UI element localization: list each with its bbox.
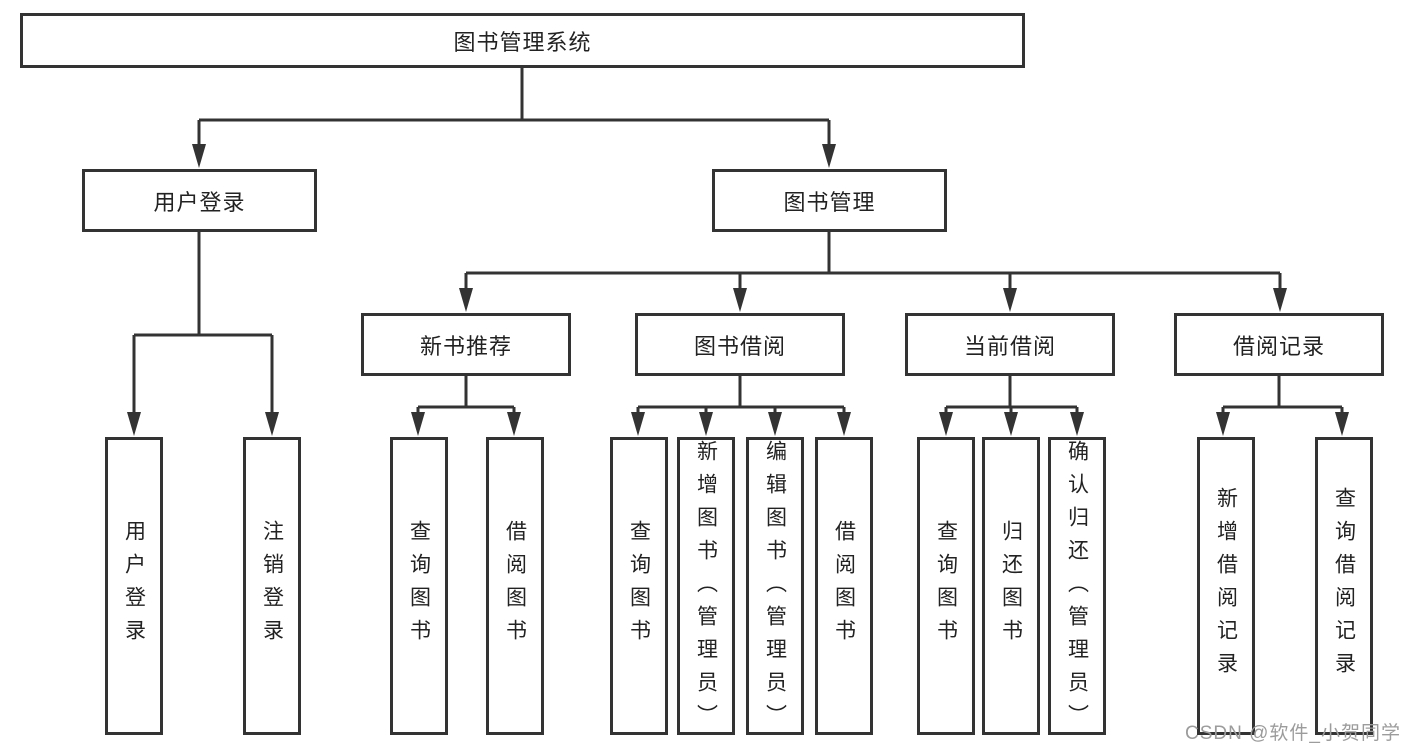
leaf-logout: 注销登录 [243, 437, 301, 735]
node-book-management: 图书管理 [712, 169, 947, 232]
node-label: 用户登录 [122, 520, 146, 652]
node-current-borrow: 当前借阅 [905, 313, 1115, 376]
node-label: 图书管理 [783, 189, 876, 215]
node-label: 查询借阅记录 [1332, 487, 1356, 685]
leaf-current-confirm-return-admin: 确认归还（管理员） [1048, 437, 1106, 737]
leaf-records-add-record: 新增借阅记录 [1197, 437, 1255, 735]
node-label: 图书管理系统 [453, 29, 592, 55]
node-label: 新书推荐 [419, 333, 512, 359]
node-label: 借阅图书 [503, 520, 527, 652]
node-user-login: 用户登录 [82, 169, 317, 232]
watermark-text: CSDN @软件_小贺同学 [1185, 723, 1401, 744]
leaf-records-query-record: 查询借阅记录 [1315, 437, 1373, 735]
leaf-borrow-add-books-admin: 新增图书（管理员） [677, 437, 735, 737]
node-label: 借阅记录 [1232, 333, 1325, 359]
node-label: 当前借阅 [963, 333, 1056, 359]
node-label: 查询图书 [627, 520, 651, 652]
leaf-recommend-query-books: 查询图书 [390, 437, 448, 735]
leaf-current-query-books: 查询图书 [917, 437, 975, 735]
node-label: 注销登录 [260, 520, 284, 652]
leaf-borrow-query-books: 查询图书 [610, 437, 668, 735]
node-label: 归还图书 [999, 520, 1023, 652]
node-label: 查询图书 [407, 520, 431, 652]
leaf-borrow-borrow-books: 借阅图书 [815, 437, 873, 735]
node-borrow-records: 借阅记录 [1174, 313, 1384, 376]
node-label: 新增图书（管理员） [694, 440, 718, 737]
node-root-library-system: 图书管理系统 [20, 13, 1025, 68]
node-new-book-recommend: 新书推荐 [361, 313, 571, 376]
node-label: 新增借阅记录 [1214, 487, 1238, 685]
node-label: 查询图书 [934, 520, 958, 652]
node-book-borrow: 图书借阅 [635, 313, 845, 376]
node-label: 借阅图书 [832, 520, 856, 652]
node-label: 确认归还（管理员） [1065, 440, 1089, 737]
leaf-recommend-borrow-books: 借阅图书 [486, 437, 544, 735]
leaf-current-return-books: 归还图书 [982, 437, 1040, 735]
leaf-user-login: 用户登录 [105, 437, 163, 735]
node-label: 编辑图书（管理员） [763, 440, 787, 737]
leaf-borrow-edit-books-admin: 编辑图书（管理员） [746, 437, 804, 737]
node-label: 用户登录 [153, 189, 246, 215]
node-label: 图书借阅 [693, 333, 786, 359]
